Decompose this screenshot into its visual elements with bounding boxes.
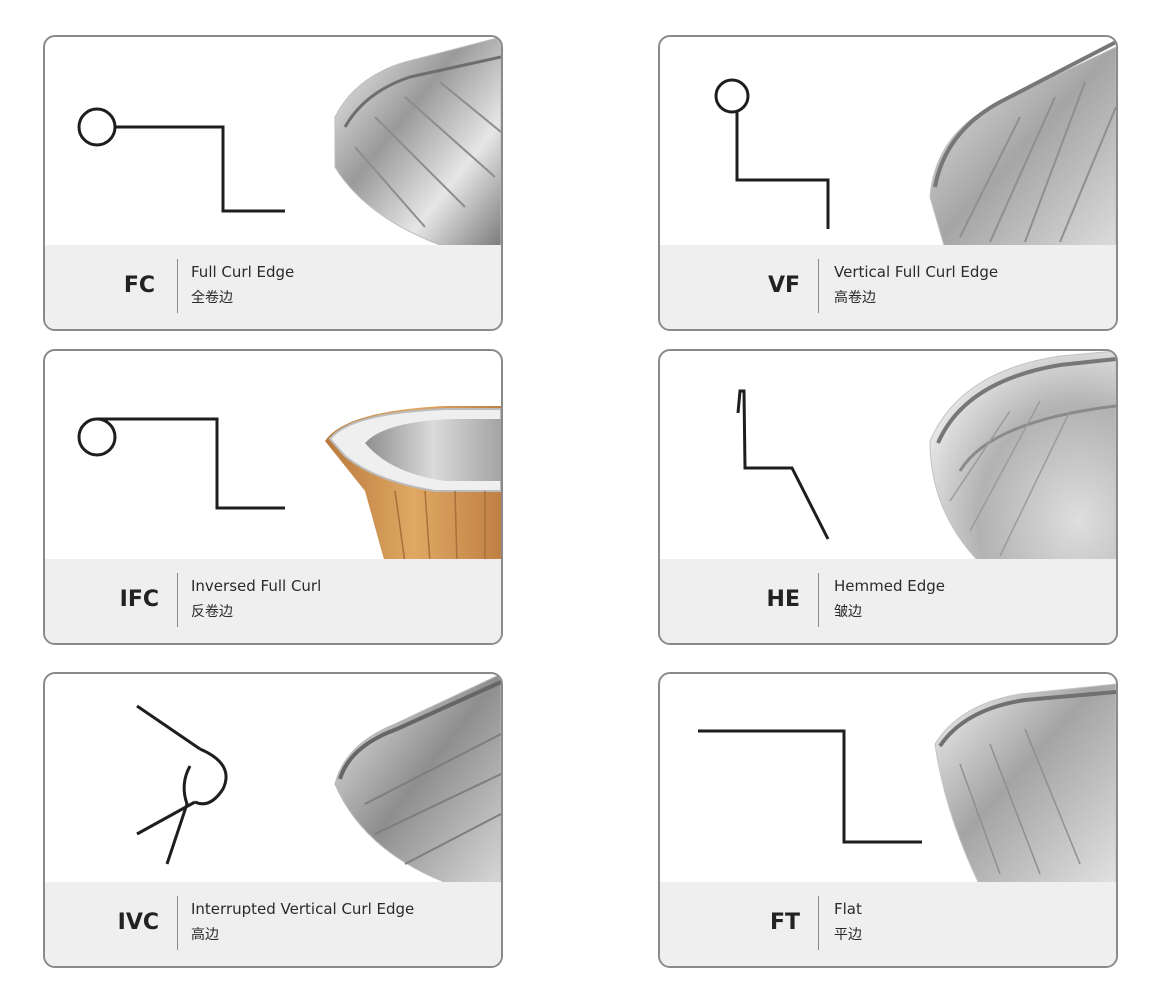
ivc-profile-diagram (136, 704, 228, 865)
edge-name-zh: 皱边 (834, 604, 862, 620)
edge-name-zh: 平边 (834, 927, 862, 943)
ifc-label-band: IFC Inversed Full Curl 反卷边 (45, 559, 501, 643)
edge-code: FT (769, 910, 800, 935)
edge-card-ivc: IVC Interrupted Vertical Curl Edge 高边 (43, 672, 503, 968)
ft-illustration (698, 683, 1116, 886)
edge-code: VF (767, 273, 800, 298)
edge-card-ft: FT Flat 平边 (658, 672, 1118, 968)
ifc-illustration (77, 406, 501, 563)
edge-name-zh: 反卷边 (191, 604, 233, 620)
foil-container-flat-edge-photo (934, 683, 1116, 886)
edge-name-en: Hemmed Edge (834, 577, 945, 595)
edge-name-en: Full Curl Edge (191, 263, 295, 281)
edge-card-fc: FC Full Curl Edge 全卷边 (43, 35, 503, 331)
edge-name-zh: 高卷边 (834, 290, 876, 306)
he-profile-diagram (736, 389, 830, 540)
edge-name-en: Flat (834, 900, 862, 918)
fc-profile-diagram (77, 107, 285, 213)
divider (177, 896, 178, 950)
foil-container-interrupted-curl-photo (334, 674, 501, 886)
edge-code: IVC (117, 910, 159, 935)
vf-illustration (714, 40, 1116, 249)
ft-profile-diagram (698, 729, 922, 844)
divider (818, 573, 819, 627)
he-label-band: HE Hemmed Edge 皱边 (660, 559, 1116, 643)
edge-name-zh: 高边 (191, 927, 219, 943)
vf-label-band: VF Vertical Full Curl Edge 高卷边 (660, 245, 1116, 329)
edge-name-zh: 全卷边 (191, 290, 233, 306)
edge-code: HE (766, 587, 800, 612)
edge-name-en: Inversed Full Curl (191, 577, 322, 595)
vf-profile-diagram (714, 78, 830, 229)
foil-container-full-curl-photo (334, 37, 501, 247)
edge-name-en: Vertical Full Curl Edge (834, 263, 999, 281)
edge-code: FC (123, 273, 155, 298)
divider (177, 573, 178, 627)
he-illustration (736, 351, 1116, 563)
edge-card-he: HE Hemmed Edge 皱边 (658, 349, 1118, 645)
ivc-label-band: IVC Interrupted Vertical Curl Edge 高边 (45, 882, 501, 966)
round-foil-pan-photo (929, 351, 1116, 563)
gold-foil-cup-photo (325, 406, 501, 563)
divider (818, 896, 819, 950)
ivc-illustration (136, 674, 501, 886)
edge-card-vf: VF Vertical Full Curl Edge 高卷边 (658, 35, 1118, 331)
ft-label-band: FT Flat 平边 (660, 882, 1116, 966)
edge-code: IFC (119, 587, 159, 612)
edge-card-ifc: IFC Inversed Full Curl 反卷边 (43, 349, 503, 645)
foil-container-vertical-curl-photo (929, 40, 1116, 249)
ifc-profile-diagram (77, 417, 285, 510)
divider (818, 259, 819, 313)
edge-name-en: Interrupted Vertical Curl Edge (191, 900, 415, 918)
divider (177, 259, 178, 313)
fc-label-band: FC Full Curl Edge 全卷边 (45, 245, 501, 329)
fc-illustration (77, 37, 501, 247)
